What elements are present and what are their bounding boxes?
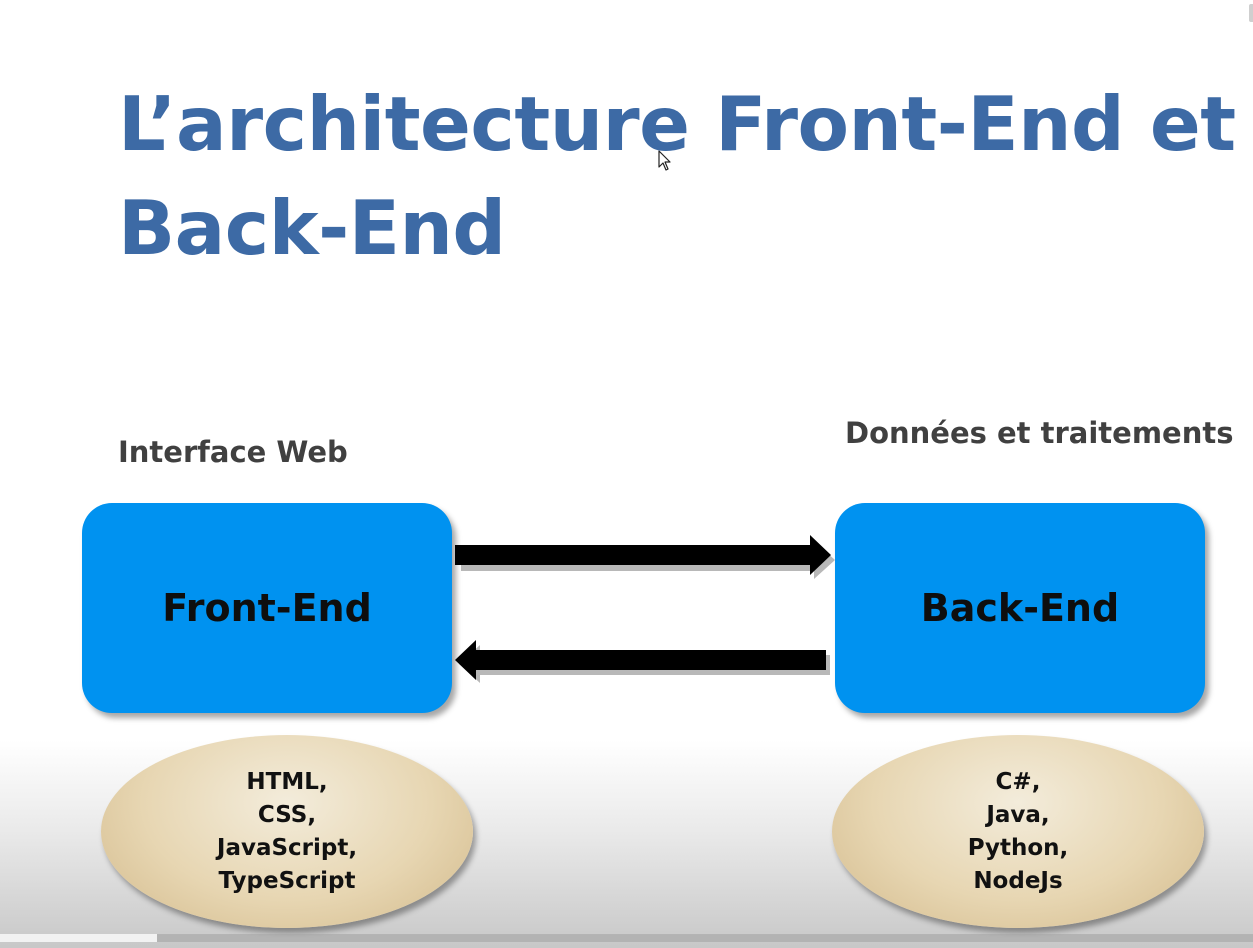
back-tech-item: C#, — [995, 768, 1041, 795]
video-progress-bar[interactable] — [0, 934, 1253, 942]
back-end-technologies: C#, Java, Python, NodeJs — [832, 735, 1204, 928]
back-tech-item: Python, — [967, 834, 1069, 861]
front-end-box: Front-End — [82, 503, 452, 713]
title-line-2: Back-End — [118, 184, 506, 272]
front-end-technologies: HTML, CSS, JavaScript, TypeScript — [101, 735, 473, 928]
front-tech-item: TypeScript — [218, 867, 356, 894]
video-progress-fill — [0, 934, 157, 942]
back-tech-item: Java, — [986, 801, 1050, 828]
front-end-label: Front-End — [162, 586, 372, 630]
arrow-right-icon — [455, 535, 835, 579]
back-end-box: Back-End — [835, 503, 1205, 713]
back-tech-item: NodeJs — [973, 867, 1063, 894]
mouse-cursor-icon — [658, 150, 671, 171]
arrow-left-icon — [455, 640, 830, 683]
front-tech-item: HTML, — [246, 768, 328, 795]
interface-web-caption: Interface Web — [118, 435, 348, 469]
slide-title: L’architecture Front-End et Back-End — [118, 72, 1248, 280]
front-tech-item: JavaScript, — [216, 834, 358, 861]
title-line-1: L’architecture Front-End et — [118, 80, 1236, 168]
front-tech-item: CSS, — [257, 801, 317, 828]
data-processing-caption: Données et traitements — [845, 416, 1234, 450]
corner-mark — [1249, 4, 1253, 22]
back-end-label: Back-End — [920, 586, 1120, 630]
